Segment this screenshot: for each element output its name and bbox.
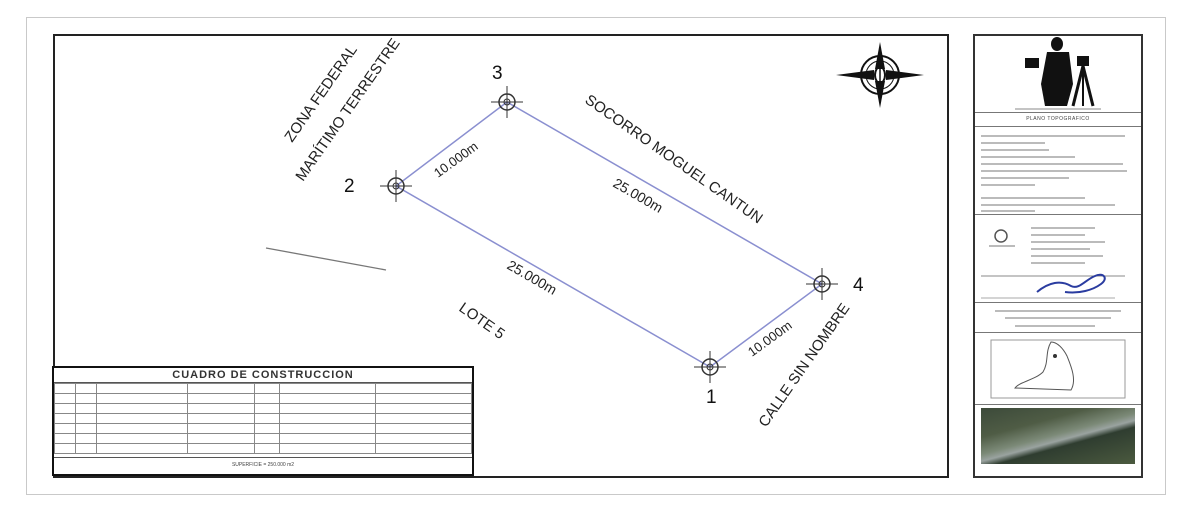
title-block-logo-cell	[975, 36, 1141, 113]
title-block-symbology-cell	[975, 214, 1141, 303]
surface-total: SUPERFICIE = 250.000 m2	[54, 457, 472, 472]
boundary-southeast: CALLE SIN NOMBRE	[755, 300, 853, 430]
side-length-2-3: 10.000m	[431, 139, 481, 181]
vertex-label-2: 2	[344, 176, 355, 197]
title-block-heading: PLANO TOPOGRAFICO	[1026, 116, 1090, 122]
vertex-label-4: 4	[853, 275, 864, 296]
vertex-marker-icon	[491, 86, 523, 118]
signature-icon	[1036, 273, 1106, 294]
lot-polygon	[394, 101, 824, 368]
table-row	[54, 383, 472, 394]
table-row	[54, 423, 472, 434]
satellite-image	[981, 408, 1135, 464]
title-block-heading-cell: PLANO TOPOGRAFICO	[975, 112, 1141, 127]
title-block-location-map-cell	[975, 332, 1141, 405]
notes-lines	[995, 310, 1121, 327]
boundary-northeast: SOCORRO MOGUEL CANTUN	[582, 91, 766, 227]
title-block-notes-cell	[975, 302, 1141, 333]
table-row	[54, 443, 472, 454]
vertex-label-3: 3	[492, 63, 503, 84]
surveyor-logo-icon	[1015, 37, 1101, 110]
symbology	[981, 227, 1125, 299]
info-lines	[981, 135, 1127, 212]
stray-line	[265, 247, 387, 271]
table-row	[54, 393, 472, 404]
vertex-marker-icon	[380, 170, 412, 202]
side-length-2-1: 25.000m	[505, 257, 560, 298]
vertex-label-1: 1	[706, 387, 717, 408]
side-length-3-4: 25.000m	[611, 175, 666, 216]
title-block: PLANO TOPOGRAFICO	[973, 34, 1143, 478]
title-block-info-cell	[975, 126, 1141, 215]
table-row	[54, 403, 472, 414]
legend-marker-icon	[994, 229, 1008, 243]
vertex-marker-icon	[694, 351, 726, 383]
vertex-marker-icon	[806, 268, 838, 300]
side-length-4-1: 10.000m	[745, 318, 795, 360]
boundary-southwest: LOTE 5	[456, 299, 508, 343]
construction-table-grid	[54, 383, 472, 454]
table-row	[54, 413, 472, 424]
table-row	[54, 433, 472, 444]
drawing-frame	[53, 34, 949, 478]
construction-table: CUADRO DE CONSTRUCCION SUPERFICIE = 250.…	[52, 366, 474, 476]
location-map	[990, 339, 1126, 399]
construction-table-title: CUADRO DE CONSTRUCCION	[54, 368, 472, 383]
title-block-satellite-cell	[975, 404, 1141, 476]
north-arrow-icon	[836, 42, 924, 108]
